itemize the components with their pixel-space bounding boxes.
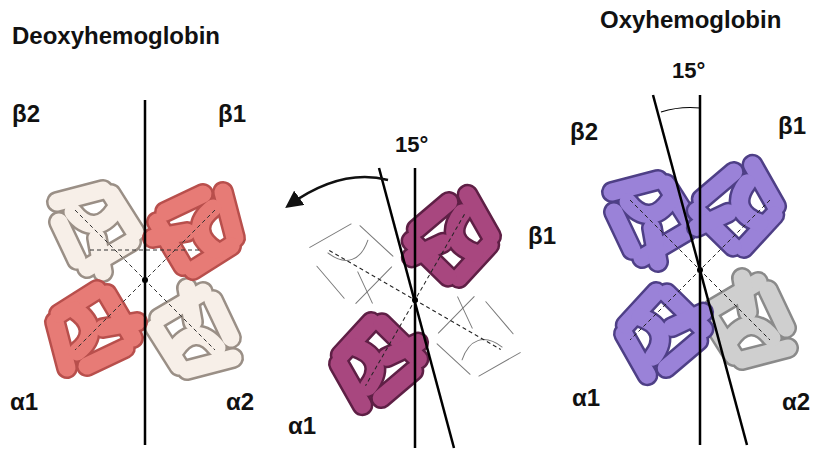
panel-title: Deoxyhemoglobin	[12, 22, 220, 50]
subunit-label: β1	[778, 112, 806, 140]
illustration-part	[661, 108, 700, 113]
illustration-part	[144, 100, 147, 445]
oxy-tetramer	[590, 95, 809, 445]
illustration-part	[653, 95, 747, 445]
panel-title: Oxyhemoglobin	[600, 6, 781, 34]
illustration-part	[379, 168, 454, 448]
angle-label: 15°	[395, 132, 428, 157]
subunit-label: β2	[570, 118, 598, 146]
subunit-label: β1	[528, 222, 556, 250]
subunit-label: α2	[782, 388, 810, 416]
illustration-part	[142, 277, 148, 283]
subunit-label: α1	[288, 412, 316, 440]
deoxy-tetramer	[55, 100, 235, 445]
illustration-part	[288, 177, 388, 206]
subunit-label: α2	[226, 388, 254, 416]
transition-dimer	[288, 168, 525, 448]
illustration-part	[697, 267, 703, 273]
angle-label: 15°	[672, 58, 705, 83]
subunit-label: α1	[10, 388, 38, 416]
subunit-label: α1	[572, 384, 600, 412]
subunit-label: β1	[218, 100, 246, 128]
illustration-part	[412, 297, 418, 303]
subunit-label: β2	[12, 100, 40, 128]
